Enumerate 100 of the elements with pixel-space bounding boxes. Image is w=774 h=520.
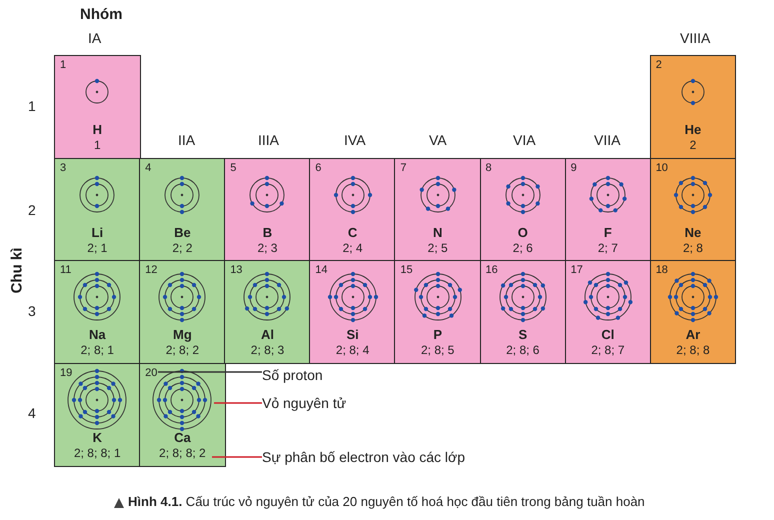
electron-configuration: 2; 8; 2 [164, 343, 200, 357]
element-cell [564, 260, 652, 364]
element-cell [650, 55, 736, 159]
element-cell [650, 260, 736, 364]
element-cell [139, 260, 226, 364]
element-cell [139, 158, 226, 262]
atomic-number: 14 [315, 264, 328, 276]
electron-configuration: 2; 8; 1 [80, 343, 115, 357]
callout-text: Vỏ nguyên tử [262, 395, 346, 411]
atomic-number: 18 [656, 264, 668, 276]
element-cell [54, 362, 141, 466]
electron-configuration: 2; 8; 8; 1 [72, 446, 122, 460]
atomic-number: 4 [145, 162, 152, 174]
element-symbol: Be [173, 224, 192, 240]
element-symbol: Na [88, 327, 107, 342]
element-cell [650, 158, 736, 262]
axis-label: IA [88, 30, 102, 46]
atomic-number: 3 [60, 162, 66, 174]
element-cell [394, 260, 481, 364]
leader-line [214, 402, 262, 404]
electron-configuration: 2; 3 [256, 240, 278, 254]
axis-label: 3 [28, 303, 36, 319]
axis-label: VIIIA [680, 30, 710, 46]
element-cell [54, 55, 141, 159]
axis-label: 1 [28, 98, 36, 114]
electron-configuration: 2; 5 [426, 240, 449, 254]
axis-label: IIA [178, 132, 196, 148]
atomic-number: 5 [230, 162, 236, 174]
electron-configuration: 2; 8; 7 [590, 343, 626, 357]
element-symbol: Ca [173, 430, 192, 444]
atomic-number: 2 [656, 59, 662, 71]
electron-configuration: 2; 8; 4 [334, 343, 370, 357]
electron-configuration: 2; 1 [86, 240, 108, 254]
element-cell [309, 158, 396, 262]
atomic-number: 13 [230, 264, 242, 276]
atomic-number: 7 [400, 162, 407, 174]
atomic-number: 16 [486, 264, 498, 276]
electron-configuration: 2; 8; 6 [505, 343, 540, 357]
atomic-number: 17 [570, 264, 583, 276]
figure-caption: Hình 4.1. Cấu trúc vỏ nguyên tử của 20 nguyên tố hoá học đầu tiên trong bảng tuần hoàn [128, 494, 645, 509]
axis-label: 2 [28, 202, 36, 218]
callout-text: Sự phân bố electron vào các lớp [262, 449, 466, 465]
element-symbol: K [92, 430, 103, 444]
element-symbol: N [432, 224, 444, 240]
axis-label: IVA [344, 132, 366, 148]
axis-title: Nhóm [80, 6, 122, 23]
electron-configuration: 2; 8 [682, 240, 704, 254]
leader-line [158, 371, 262, 373]
element-cell [394, 158, 481, 262]
electron-configuration: 2; 2 [171, 240, 194, 254]
atomic-number: 6 [315, 162, 322, 174]
element-cell [54, 158, 141, 262]
element-symbol: Mg [172, 327, 193, 342]
axis-label: IIIA [258, 132, 280, 148]
element-symbol: Li [90, 224, 104, 240]
element-symbol: C [346, 224, 358, 240]
electron-configuration: 2; 8; 8 [675, 343, 711, 357]
atomic-number: 15 [400, 264, 413, 276]
electron-configuration: 2; 7 [596, 240, 619, 254]
element-symbol: F [602, 224, 613, 240]
element-symbol: O [516, 224, 529, 240]
atomic-number: 19 [60, 366, 72, 378]
element-cell [139, 362, 226, 466]
element-symbol: P [432, 327, 444, 342]
atomic-number: 12 [145, 264, 158, 276]
electron-configuration: 2 [688, 138, 698, 152]
element-symbol: Si [345, 327, 360, 342]
element-cell [480, 158, 566, 262]
element-symbol: H [92, 122, 103, 137]
leader-line [212, 456, 262, 458]
axis-label: VIIA [594, 132, 620, 148]
atomic-number: 11 [60, 264, 72, 276]
axis-label: VA [429, 132, 447, 148]
electron-configuration: 2; 4 [342, 240, 364, 254]
element-cell [224, 260, 311, 364]
electron-configuration: 2; 8; 5 [420, 343, 456, 357]
element-symbol: B [262, 224, 274, 240]
electron-configuration: 1 [92, 138, 102, 152]
element-symbol: He [684, 122, 702, 137]
element-cell [564, 158, 652, 262]
element-symbol: Cl [600, 327, 616, 342]
electron-configuration: 2; 8; 8; 2 [158, 446, 207, 460]
element-cell [309, 260, 396, 364]
electron-configuration: 2; 8; 3 [250, 343, 286, 357]
atomic-number: 20 [145, 366, 158, 378]
axis-title: Chu kì [8, 248, 26, 294]
element-symbol: S [517, 327, 528, 342]
element-symbol: Al [260, 327, 275, 342]
element-cell [480, 260, 566, 364]
callout-text: Số proton [262, 367, 323, 383]
atomic-number: 9 [570, 162, 577, 174]
axis-label: 4 [28, 405, 36, 421]
element-cell [54, 260, 141, 364]
atomic-number: 10 [656, 162, 668, 174]
electron-configuration: 2; 6 [512, 240, 534, 254]
element-cell [224, 158, 311, 262]
element-symbol: Ar [684, 327, 702, 342]
axis-label: VIA [513, 132, 536, 148]
atomic-number: 8 [486, 162, 492, 174]
atomic-number: 1 [60, 59, 66, 71]
